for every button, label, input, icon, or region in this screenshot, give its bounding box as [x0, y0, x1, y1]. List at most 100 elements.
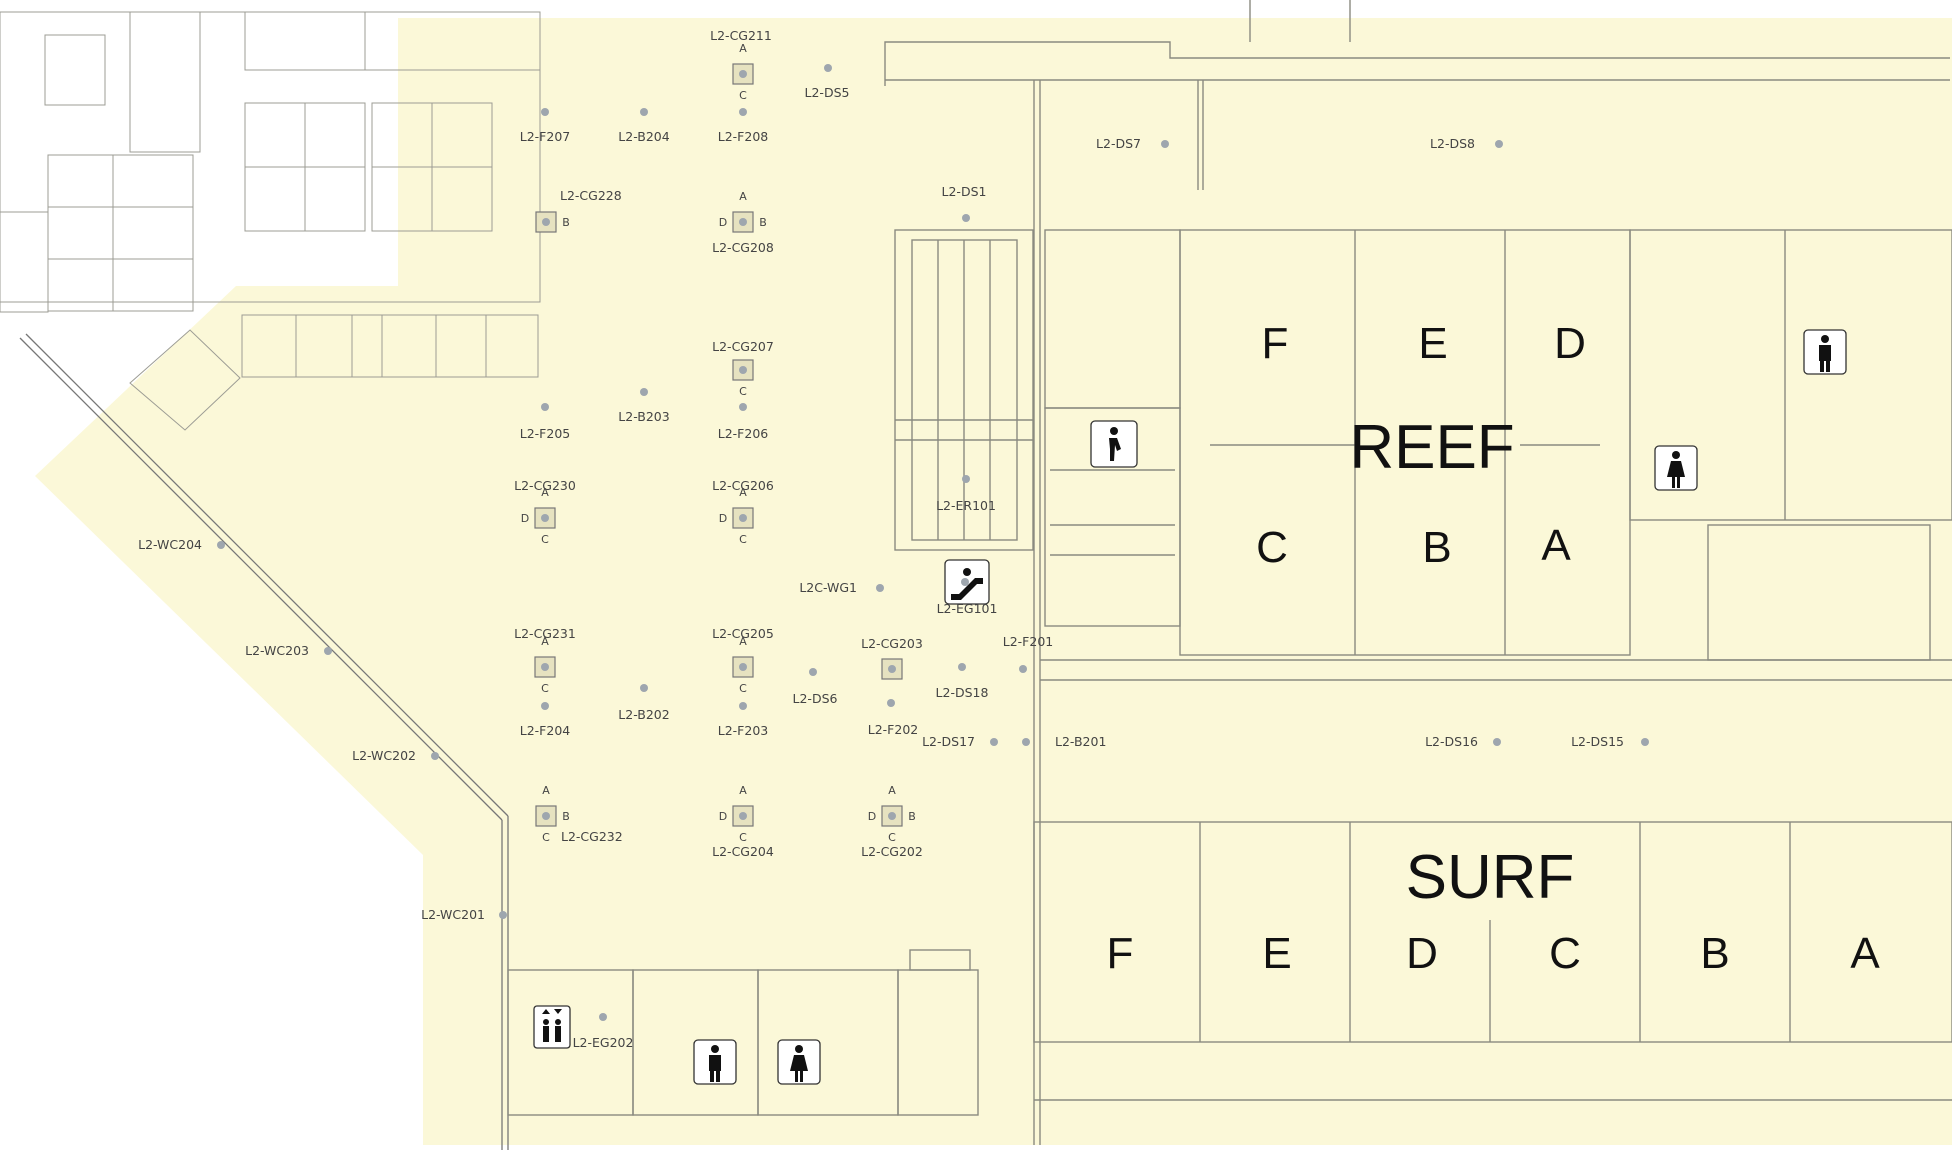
marker-l2-f206[interactable]: L2-F206: [718, 403, 769, 441]
surf-section-e: E: [1262, 929, 1291, 978]
marker-l2-b204[interactable]: L2-B204: [618, 108, 670, 144]
marker-dot[interactable]: [888, 812, 896, 820]
marker-dot[interactable]: [739, 218, 747, 226]
marker-dot[interactable]: [809, 668, 817, 676]
marker-l2-wc201[interactable]: L2-WC201: [421, 907, 507, 922]
restroom-women-icon: [1654, 445, 1698, 491]
marker-l2-er101[interactable]: L2-ER101: [936, 475, 996, 513]
marker-dot[interactable]: [876, 584, 884, 592]
marker-label: L2-CG206: [712, 478, 774, 493]
port-label: A: [888, 784, 896, 797]
marker-dot[interactable]: [739, 366, 747, 374]
marker-dot[interactable]: [1493, 738, 1501, 746]
marker-dot[interactable]: [499, 911, 507, 919]
port-label: D: [719, 512, 727, 525]
marker-l2-cg203[interactable]: L2-CG203: [861, 636, 923, 680]
marker-l2c-wg1[interactable]: L2C-WG1: [799, 580, 884, 595]
marker-l2-f207[interactable]: L2-F207: [520, 108, 570, 144]
marker-dot[interactable]: [739, 108, 747, 116]
marker-l2-b201[interactable]: L2-B201: [1022, 734, 1106, 749]
port-label: C: [739, 682, 747, 695]
marker-dot[interactable]: [739, 663, 747, 671]
reef-title: REEF: [1349, 413, 1514, 482]
marker-dot[interactable]: [542, 812, 550, 820]
surf-section-a: A: [1850, 929, 1880, 978]
marker-dot[interactable]: [739, 812, 747, 820]
marker-l2-eg101[interactable]: L2-EG101: [937, 578, 998, 616]
marker-label: L2-B202: [618, 707, 669, 722]
marker-l2-f201[interactable]: L2-F201: [1003, 634, 1053, 673]
marker-dot[interactable]: [431, 752, 439, 760]
marker-label: L2-CG228: [560, 188, 622, 203]
marker-dot[interactable]: [1022, 738, 1030, 746]
marker-l2-f202[interactable]: L2-F202: [868, 699, 918, 737]
marker-l2-ds5[interactable]: L2-DS5: [805, 64, 850, 100]
marker-l2-ds17[interactable]: L2-DS17: [922, 734, 998, 749]
marker-dot[interactable]: [541, 663, 549, 671]
marker-dot[interactable]: [739, 702, 747, 710]
marker-dot[interactable]: [542, 218, 550, 226]
marker-label: L2-EG202: [573, 1035, 634, 1050]
marker-dot[interactable]: [739, 70, 747, 78]
marker-dot[interactable]: [739, 514, 747, 522]
marker-l2-f203[interactable]: L2-F203: [718, 702, 768, 738]
marker-dot[interactable]: [1495, 140, 1503, 148]
marker-dot[interactable]: [739, 403, 747, 411]
marker-label: L2-WC204: [138, 537, 202, 552]
marker-l2-ds6[interactable]: L2-DS6: [793, 668, 838, 706]
marker-dot[interactable]: [640, 108, 648, 116]
marker-l2-f208[interactable]: L2-F208: [718, 108, 769, 144]
reef-section-d: D: [1554, 319, 1586, 368]
marker-l2-ds1[interactable]: L2-DS1: [942, 184, 987, 222]
marker-l2-ds8[interactable]: L2-DS8: [1430, 136, 1503, 151]
marker-dot[interactable]: [958, 663, 966, 671]
marker-label: L2-CG230: [514, 478, 576, 493]
marker-dot[interactable]: [887, 699, 895, 707]
marker-dot[interactable]: [1641, 738, 1649, 746]
marker-l2-ds18[interactable]: L2-DS18: [936, 663, 989, 700]
marker-l2-ds15[interactable]: L2-DS15: [1571, 734, 1649, 749]
marker-l2-f204[interactable]: L2-F204: [520, 702, 571, 738]
marker-l2-ds16[interactable]: L2-DS16: [1425, 734, 1501, 749]
marker-l2-b203[interactable]: L2-B203: [618, 388, 670, 424]
marker-dot[interactable]: [324, 647, 332, 655]
marker-dot[interactable]: [217, 541, 225, 549]
marker-dot[interactable]: [541, 514, 549, 522]
marker-dot[interactable]: [962, 214, 970, 222]
marker-dot[interactable]: [541, 403, 549, 411]
marker-dot[interactable]: [541, 108, 549, 116]
reef-section-c: C: [1256, 523, 1288, 572]
marker-dot[interactable]: [640, 388, 648, 396]
marker-l2-wc204[interactable]: L2-WC204: [138, 537, 225, 552]
office-block: [0, 11, 541, 313]
marker-dot[interactable]: [541, 702, 549, 710]
marker-l2-f205[interactable]: L2-F205: [520, 403, 570, 441]
marker-dot[interactable]: [1019, 665, 1027, 673]
marker-l2-wc203[interactable]: L2-WC203: [245, 643, 332, 658]
marker-l2-wc202[interactable]: L2-WC202: [352, 748, 439, 763]
marker-dot[interactable]: [990, 738, 998, 746]
marker-dot[interactable]: [962, 475, 970, 483]
marker-dot[interactable]: [1161, 140, 1169, 148]
marker-dot[interactable]: [824, 64, 832, 72]
marker-dot[interactable]: [961, 578, 969, 586]
marker-dot[interactable]: [599, 1013, 607, 1021]
marker-l2-b202[interactable]: L2-B202: [618, 684, 670, 722]
marker-dot[interactable]: [888, 665, 896, 673]
marker-l2-ds7[interactable]: L2-DS7: [1096, 136, 1169, 151]
marker-l2-eg202[interactable]: L2-EG202: [573, 1013, 634, 1050]
marker-dot[interactable]: [640, 684, 648, 692]
marker-label: L2-B201: [1055, 734, 1106, 749]
